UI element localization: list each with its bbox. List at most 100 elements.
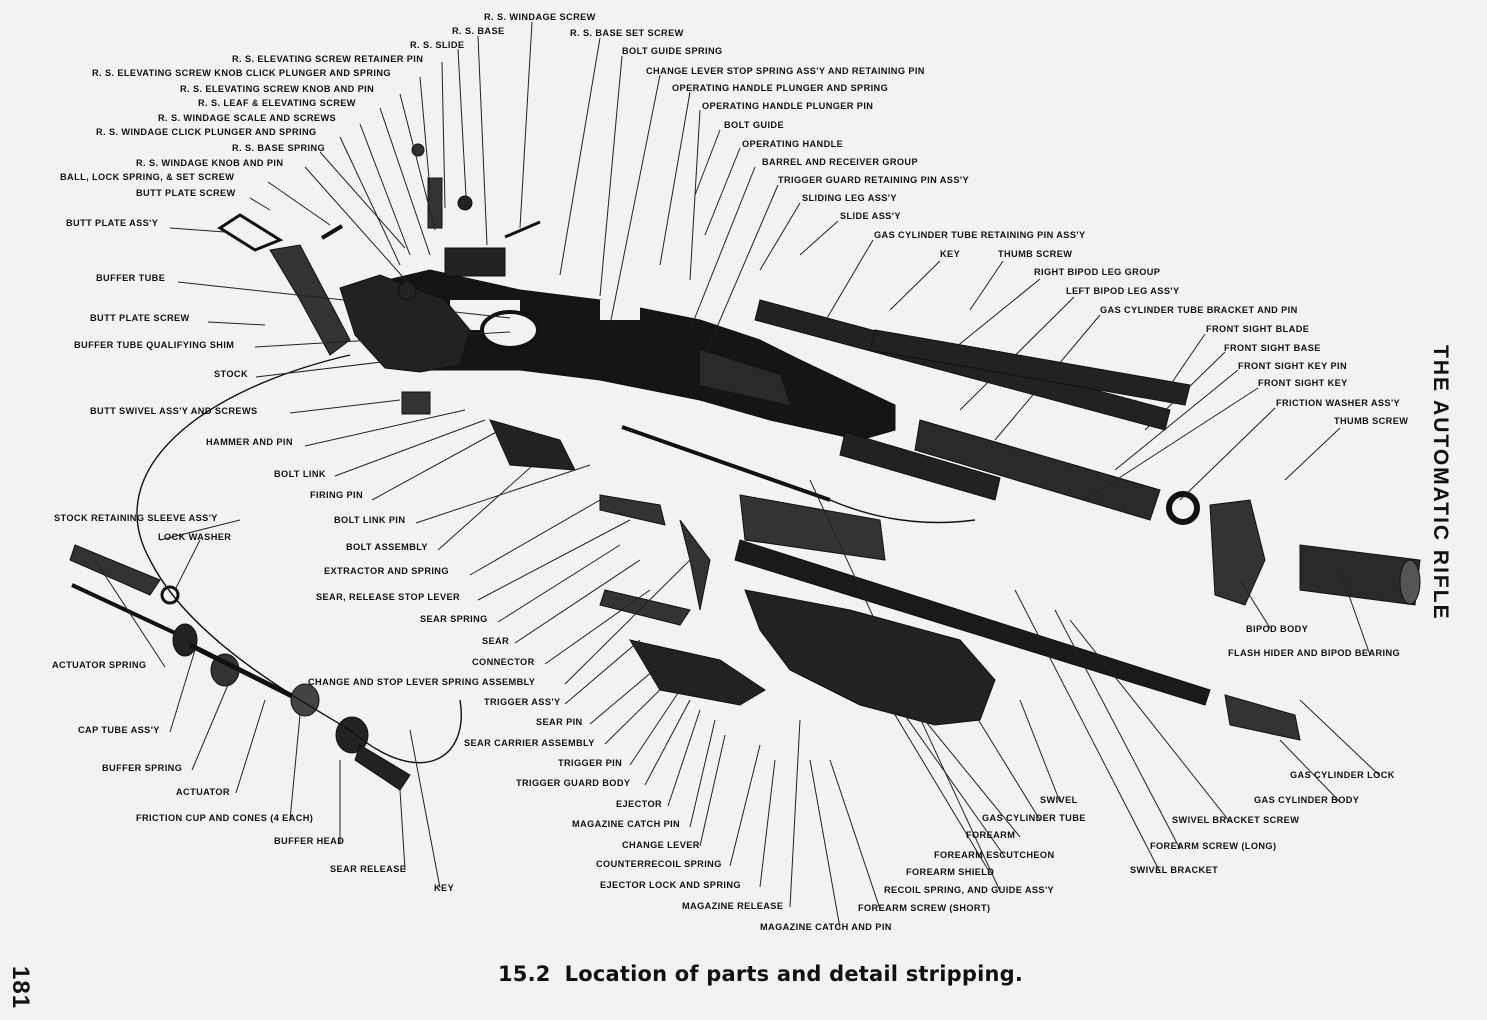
label-thumb-screw-top: THUMB SCREW [998, 249, 1073, 259]
label-right-bipod-leg: RIGHT BIPOD LEG GROUP [1034, 267, 1161, 277]
label-butt-plate-screw-top: BUTT PLATE SCREW [136, 188, 236, 198]
label-sear-pin: SEAR PIN [536, 717, 583, 727]
label-slide: SLIDE ASS'Y [840, 211, 901, 221]
label-stock-retaining-sleeve: STOCK RETAINING SLEEVE ASS'Y [54, 513, 218, 523]
label-forearm-screw-short: FOREARM SCREW (SHORT) [858, 903, 991, 913]
label-ejector-lock-spring: EJECTOR LOCK AND SPRING [600, 880, 741, 890]
label-thumb-screw-right: THUMB SCREW [1334, 416, 1409, 426]
label-connector: CONNECTOR [472, 657, 535, 667]
label-trigger-guard-body: TRIGGER GUARD BODY [516, 778, 631, 788]
recoil-spring-guide [621, 425, 831, 502]
label-rs-windage-knob-pin: R. S. WINDAGE KNOB AND PIN [136, 158, 284, 168]
label-gas-cylinder-tube: GAS CYLINDER TUBE [982, 813, 1086, 823]
label-butt-plate-assy: BUTT PLATE ASS'Y [66, 218, 159, 228]
label-sear: SEAR [482, 636, 510, 646]
label-front-sight-blade: FRONT SIGHT BLADE [1206, 324, 1310, 334]
label-buffer-tube: BUFFER TUBE [96, 273, 166, 283]
butt-plate [269, 244, 351, 356]
label-front-sight-key: FRONT SIGHT KEY [1258, 378, 1348, 388]
sear-release-cable [136, 354, 462, 764]
label-butt-plate-screw: BUTT PLATE SCREW [90, 313, 190, 323]
label-ball-lock-spring: BALL, LOCK SPRING, & SET SCREW [60, 172, 235, 182]
figure-caption: 15.2 Location of parts and detail strippi… [498, 962, 1023, 986]
label-actuator: ACTUATOR [176, 787, 230, 797]
label-bolt-guide: BOLT GUIDE [724, 120, 784, 130]
label-stock: STOCK [214, 369, 248, 379]
page-number: 181 [7, 966, 34, 1010]
label-forearm-screw-long: FOREARM SCREW (LONG) [1150, 841, 1277, 851]
label-buffer-tube-shim: BUFFER TUBE QUALIFYING SHIM [74, 340, 235, 350]
label-sear-carrier: SEAR CARRIER ASSEMBLY [464, 738, 595, 748]
flash-hider-parts [1209, 499, 1421, 606]
label-bolt-link: BOLT LINK [274, 469, 326, 479]
label-trigger-guard-retaining-pin: TRIGGER GUARD RETAINING PIN ASS'Y [778, 175, 969, 185]
label-flash-hider: FLASH HIDER AND BIPOD BEARING [1228, 648, 1401, 658]
label-rs-windage-screw: R. S. WINDAGE SCREW [484, 12, 596, 22]
label-forearm: FOREARM [966, 830, 1016, 840]
label-extractor-spring: EXTRACTOR AND SPRING [324, 566, 449, 576]
label-operating-handle-plunger-spring: OPERATING HANDLE PLUNGER AND SPRING [672, 83, 889, 93]
label-front-sight-key-pin: FRONT SIGHT KEY PIN [1238, 361, 1348, 371]
label-change-lever: CHANGE LEVER [622, 840, 700, 850]
figure-number: 15.2 [498, 962, 551, 986]
label-trigger-pin: TRIGGER PIN [558, 758, 623, 768]
label-gas-cyl-tube-retaining-pin: GAS CYLINDER TUBE RETAINING PIN ASS'Y [874, 230, 1086, 240]
label-bolt-link-pin: BOLT LINK PIN [334, 515, 406, 525]
label-trigger-assy: TRIGGER ASS'Y [484, 697, 561, 707]
buffer-assembly-parts [69, 544, 411, 791]
label-rs-elev-screw-retainer-pin: R. S. ELEVATING SCREW RETAINER PIN [232, 54, 424, 64]
label-bolt-guide-spring: BOLT GUIDE SPRING [622, 46, 723, 56]
label-change-lever-stop-spring: CHANGE LEVER STOP SPRING ASS'Y AND RETAI… [646, 66, 925, 76]
label-butt-swivel: BUTT SWIVEL ASS'Y AND SCREWS [90, 406, 258, 416]
label-magazine-release: MAGAZINE RELEASE [682, 901, 784, 911]
label-sear-spring: SEAR SPRING [420, 614, 488, 624]
figure-caption-text: Location of parts and detail stripping. [564, 962, 1024, 986]
label-rs-elev-knob-pin: R. S. ELEVATING SCREW KNOB AND PIN [180, 84, 375, 94]
forearm [744, 589, 996, 726]
label-buffer-head: BUFFER HEAD [274, 836, 345, 846]
label-firing-pin: FIRING PIN [310, 490, 364, 500]
label-buffer-spring: BUFFER SPRING [102, 763, 183, 773]
label-magazine-catch-pin-assy: MAGAZINE CATCH AND PIN [760, 922, 892, 932]
label-left-bipod-leg: LEFT BIPOD LEG ASS'Y [1066, 286, 1180, 296]
label-rs-leaf-elev-screw: R. S. LEAF & ELEVATING SCREW [198, 98, 356, 108]
label-barrel-receiver-group: BARREL AND RECEIVER GROUP [762, 157, 918, 167]
label-rs-base-set-screw: R. S. BASE SET SCREW [570, 28, 684, 38]
label-sear-release: SEAR RELEASE [330, 864, 407, 874]
label-rs-slide: R. S. SLIDE [410, 40, 465, 50]
label-gas-cyl-tube-bracket: GAS CYLINDER TUBE BRACKET AND PIN [1100, 305, 1298, 315]
label-forearm-escutcheon: FOREARM ESCUTCHEON [934, 850, 1055, 860]
label-forearm-shield: FOREARM SHIELD [906, 867, 995, 877]
label-operating-handle: OPERATING HANDLE [742, 139, 844, 149]
label-magazine-catch-pin: MAGAZINE CATCH PIN [572, 819, 681, 829]
label-actuator-spring: ACTUATOR SPRING [52, 660, 147, 670]
label-counterrecoil-spring: COUNTERRECOIL SPRING [596, 859, 722, 869]
label-key-top: KEY [940, 249, 961, 259]
label-swivel-bracket-screw: SWIVEL BRACKET SCREW [1172, 815, 1300, 825]
label-cap-tube: CAP TUBE ASS'Y [78, 725, 160, 735]
label-gas-cylinder-body: GAS CYLINDER BODY [1254, 795, 1360, 805]
label-lock-washer: LOCK WASHER [158, 532, 232, 542]
label-recoil-spring: RECOIL SPRING, AND GUIDE ASS'Y [884, 885, 1055, 895]
label-rs-windage-click-plunger: R. S. WINDAGE CLICK PLUNGER AND SPRING [96, 127, 317, 137]
label-front-sight-base: FRONT SIGHT BASE [1224, 343, 1321, 353]
label-sliding-leg: SLIDING LEG ASS'Y [802, 193, 897, 203]
chapter-title: THE AUTOMATIC RIFLE [1429, 345, 1452, 621]
label-operating-handle-plunger-pin: OPERATING HANDLE PLUNGER PIN [702, 101, 874, 111]
label-swivel: SWIVEL [1040, 795, 1078, 805]
label-bolt-assembly: BOLT ASSEMBLY [346, 542, 428, 552]
label-friction-washer: FRICTION WASHER ASS'Y [1276, 398, 1401, 408]
label-rs-elev-knob-click-plunger: R. S. ELEVATING SCREW KNOB CLICK PLUNGER… [92, 68, 391, 78]
barrel-parts [734, 299, 1211, 706]
label-key-bottom: KEY [434, 883, 455, 893]
gas-cylinder-body [1224, 694, 1301, 741]
label-friction-cup: FRICTION CUP AND CONES (4 EACH) [136, 813, 314, 823]
leader-lines [94, 21, 1381, 929]
trigger-group-parts [401, 391, 766, 706]
label-ejector: EJECTOR [616, 799, 663, 809]
label-rs-windage-scale: R. S. WINDAGE SCALE AND SCREWS [158, 113, 337, 123]
label-swivel-bracket: SWIVEL BRACKET [1130, 865, 1219, 875]
label-rs-base-spring: R. S. BASE SPRING [232, 143, 326, 153]
